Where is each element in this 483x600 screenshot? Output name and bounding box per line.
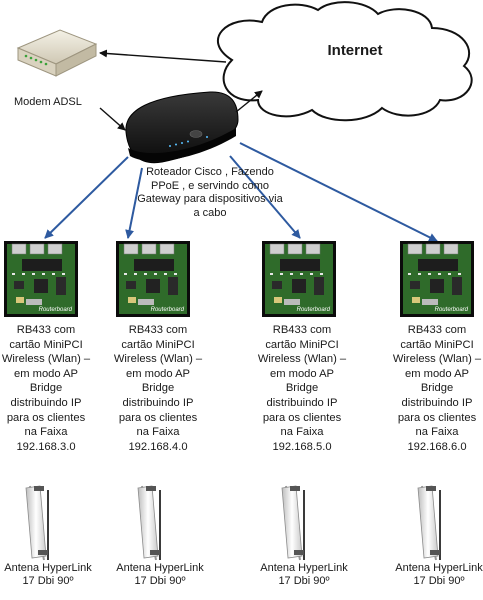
modem-label: Modem ADSL xyxy=(14,96,82,108)
arrow-cloud-to-modem xyxy=(99,49,227,63)
router-device xyxy=(125,91,239,164)
routerboard-brand: Routerboard xyxy=(39,307,73,313)
board-caption-2: RB433 com cartão MiniPCI Wireless (Wlan)… xyxy=(113,324,203,453)
internet-cloud xyxy=(217,1,473,122)
antenna-3 xyxy=(281,485,305,561)
arrow-router-to-board-1 xyxy=(44,156,129,239)
routerboard-1: Routerboard xyxy=(4,241,78,317)
router-label: Roteador Cisco , Fazendo PPoE , e servin… xyxy=(137,166,283,219)
routerboard-3: Routerboard xyxy=(262,241,336,317)
antenna-caption-2: Antena HyperLink 17 Dbi 90º xyxy=(116,562,204,587)
arrow-router-to-cloud xyxy=(235,90,263,113)
routerboard-4: Routerboard xyxy=(400,241,474,317)
board-caption-3: RB433 com cartão MiniPCI Wireless (Wlan)… xyxy=(257,324,347,453)
board-caption-4: RB433 com cartão MiniPCI Wireless (Wlan)… xyxy=(392,324,482,453)
arrow-router-to-board-2 xyxy=(125,167,143,239)
antenna-4 xyxy=(417,485,441,561)
internet-label: Internet xyxy=(327,42,383,59)
modem-device xyxy=(16,29,98,77)
antenna-caption-3: Antena HyperLink 17 Dbi 90º xyxy=(260,562,348,587)
routerboard-brand: Routerboard xyxy=(297,307,331,313)
routerboard-brand: Routerboard xyxy=(435,307,469,313)
antenna-1 xyxy=(25,485,49,561)
arrow-router-to-board-3 xyxy=(229,155,301,239)
antenna-caption-4: Antena HyperLink 17 Dbi 90º xyxy=(395,562,483,587)
arrow-modem-to-router xyxy=(99,107,126,131)
antenna-2 xyxy=(137,485,161,561)
arrow-router-to-board-4 xyxy=(239,142,438,242)
routerboard-2: Routerboard xyxy=(116,241,190,317)
board-caption-1: RB433 com cartão MiniPCI Wireless (Wlan)… xyxy=(1,324,91,453)
antenna-caption-1: Antena HyperLink 17 Dbi 90º xyxy=(4,562,92,587)
routerboard-brand: Routerboard xyxy=(151,307,185,313)
